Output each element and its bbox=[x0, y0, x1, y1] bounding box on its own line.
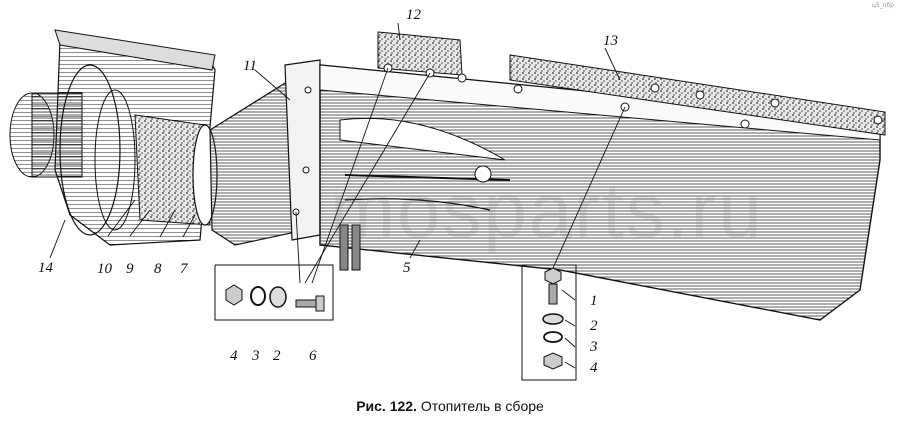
heater-assembly-drawing: 12 13 11 5 14 10 9 8 7 4 3 2 6 1 2 3 4 bbox=[9, 7, 886, 381]
callout-11: 11 bbox=[243, 58, 257, 74]
left-detail-label-6: 6 bbox=[309, 348, 317, 364]
caption-prefix: Рис. 122. bbox=[356, 398, 417, 414]
rivet-row bbox=[292, 63, 883, 216]
right-detail-label-1: 1 bbox=[590, 293, 598, 309]
flexible-sleeve bbox=[134, 114, 218, 226]
callout-8: 8 bbox=[154, 261, 162, 277]
callout-7: 7 bbox=[180, 261, 189, 277]
callout-10: 10 bbox=[97, 261, 113, 277]
watermark: mosparts.ru bbox=[330, 166, 764, 254]
caption-title: Отопитель в сборе bbox=[420, 398, 544, 414]
left-detail-label-3: 3 bbox=[251, 348, 260, 364]
main-air-duct bbox=[319, 64, 881, 321]
left-detail-label-4: 4 bbox=[230, 348, 238, 364]
left-fastener-detail bbox=[214, 264, 334, 321]
leader-lines bbox=[49, 22, 626, 369]
right-fastener-detail bbox=[521, 264, 577, 381]
callout-14: 14 bbox=[38, 260, 54, 276]
right-detail-label-4: 4 bbox=[590, 360, 598, 376]
corner-mark: ц5_обр bbox=[871, 2, 894, 9]
callout-9: 9 bbox=[126, 261, 134, 277]
left-detail-label-2: 2 bbox=[273, 348, 281, 364]
right-detail-label-3: 3 bbox=[589, 339, 598, 355]
right-detail-label-2: 2 bbox=[590, 318, 598, 334]
figure-caption: Рис. 122. Отопитель в сборе bbox=[0, 398, 900, 414]
callout-5: 5 bbox=[403, 260, 411, 276]
connecting-duct bbox=[209, 59, 321, 246]
callout-13: 13 bbox=[603, 33, 618, 49]
callout-12: 12 bbox=[406, 7, 422, 23]
